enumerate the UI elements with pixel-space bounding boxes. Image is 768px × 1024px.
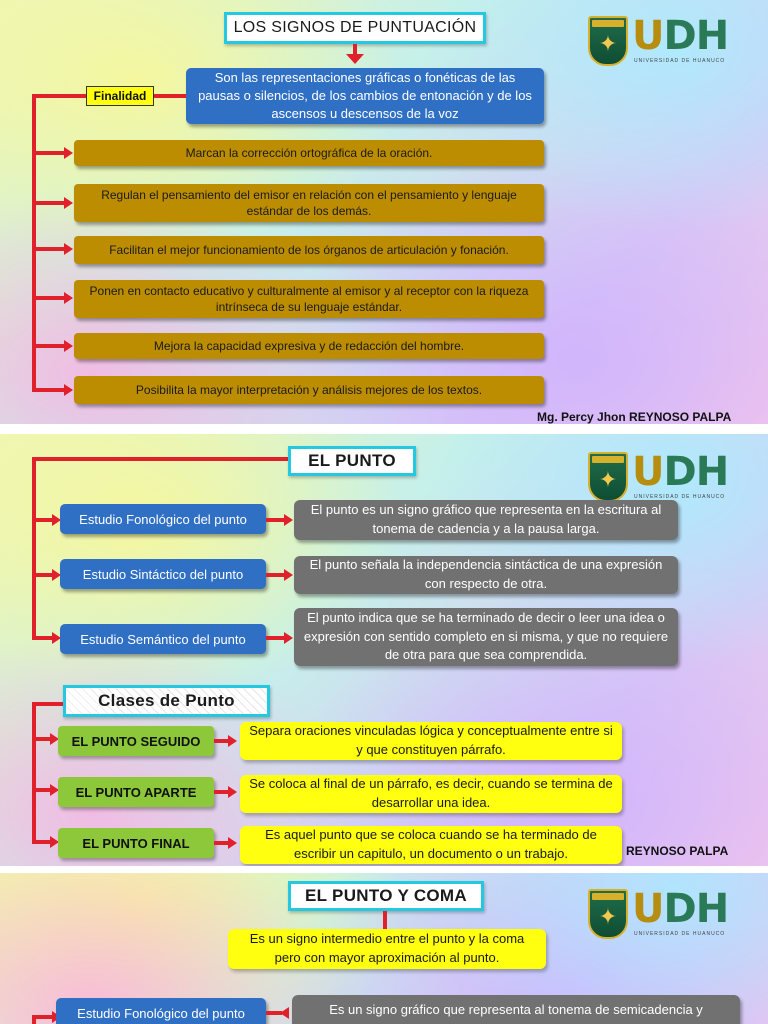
- arrow-right-icon: [50, 733, 59, 745]
- arrow-right-icon: [52, 569, 61, 581]
- logo-text: UDH: [632, 886, 729, 932]
- finalidad-connector: [32, 94, 86, 98]
- finalidad-item: Posibilita la mayor interpretación y aná…: [74, 376, 544, 404]
- logo-subtitle: UNIVERSIDAD DE HUANUCO: [634, 931, 726, 937]
- connector: [214, 739, 230, 743]
- arrow-right-icon: [64, 292, 73, 304]
- class-label: EL PUNTO FINAL: [58, 828, 214, 858]
- study-description: El punto señala la independencia sintáct…: [294, 556, 678, 594]
- connector: [266, 1011, 282, 1015]
- connector: [214, 841, 230, 845]
- title-connector: [383, 911, 387, 929]
- arrow-right-icon: [284, 514, 293, 526]
- finalidad-item: Mejora la capacidad expresiva y de redac…: [74, 333, 544, 359]
- study-description: Es un signo gráfico que representa al to…: [292, 995, 740, 1024]
- study-label: Estudio Fonológico del punto: [60, 504, 266, 534]
- shield-icon: ✦: [588, 452, 628, 502]
- connector: [32, 573, 54, 577]
- tree-spine: [32, 1015, 36, 1024]
- study-label: Estudio Sintáctico del punto: [60, 559, 266, 589]
- finalidad-label: Finalidad: [86, 86, 154, 106]
- connector: [32, 388, 66, 392]
- arrow-right-icon: [64, 384, 73, 396]
- slide3-title: EL PUNTO Y COMA: [288, 881, 484, 911]
- class-label: EL PUNTO SEGUIDO: [58, 726, 214, 756]
- connector: [32, 788, 52, 792]
- study-description: El punto es un signo gráfico que represe…: [294, 500, 678, 540]
- arrow-right-icon: [64, 243, 73, 255]
- arrow-right-icon: [50, 836, 59, 848]
- arrow-right-icon: [52, 632, 61, 644]
- punto-y-coma-definition: Es un signo intermedio entre el punto y …: [228, 929, 546, 969]
- slide-el-punto-y-coma: EL PUNTO Y COMA ✦ UDH UNIVERSIDAD DE HUA…: [0, 873, 768, 1024]
- arrow-right-icon: [64, 147, 73, 159]
- shield-icon: ✦: [588, 16, 628, 66]
- down-arrow-icon: [346, 54, 364, 64]
- logo-text: UDH: [632, 13, 729, 59]
- connector: [266, 573, 286, 577]
- finalidad-item: Facilitan el mejor funcionamiento de los…: [74, 236, 544, 264]
- connector: [32, 737, 52, 741]
- logo-subtitle: UNIVERSIDAD DE HUANUCO: [634, 58, 726, 64]
- study-description: El punto indica que se ha terminado de d…: [294, 608, 678, 666]
- connector: [32, 151, 66, 155]
- arrow-right-icon: [228, 837, 237, 849]
- author-credit: Mg. Percy Jhon REYNOSO PALPA: [537, 410, 732, 424]
- connector: [32, 201, 66, 205]
- arrow-right-icon: [64, 197, 73, 209]
- connector: [266, 636, 286, 640]
- udh-logo: ✦ UDH UNIVERSIDAD DE HUANUCO: [588, 449, 738, 504]
- slide-el-punto: EL PUNTO ✦ UDH UNIVERSIDAD DE HUANUCO Es…: [0, 434, 768, 866]
- udh-logo: ✦ UDH UNIVERSIDAD DE HUANUCO: [588, 886, 738, 941]
- study-label: Estudio Semántico del punto: [60, 624, 266, 654]
- connector: [32, 1015, 54, 1019]
- finalidad-item: Regulan el pensamiento del emisor en rel…: [74, 184, 544, 222]
- arrow-right-icon: [284, 632, 293, 644]
- author-credit-partial: REYNOSO PALPA: [626, 844, 729, 858]
- arrow-right-icon: [50, 784, 59, 796]
- definition-box: Son las representaciones gráficas o foné…: [186, 68, 544, 124]
- arrow-right-icon: [228, 735, 237, 747]
- logo-subtitle: UNIVERSIDAD DE HUANUCO: [634, 494, 726, 500]
- title-connector: [353, 44, 357, 54]
- connector: [32, 840, 52, 844]
- arrow-right-icon: [228, 786, 237, 798]
- arrow-right-icon: [64, 340, 73, 352]
- title-connector: [32, 457, 288, 461]
- class-label: EL PUNTO APARTE: [58, 777, 214, 807]
- connector: [32, 518, 54, 522]
- finalidad-item: Marcan la corrección ortográfica de la o…: [74, 140, 544, 166]
- slide1-title: LOS SIGNOS DE PUNTUACIÓN: [224, 12, 486, 44]
- connector: [214, 790, 230, 794]
- class-description: Separa oraciones vinculadas lógica y con…: [240, 722, 622, 760]
- classes-title: Clases de Punto: [63, 685, 270, 717]
- logo-text: UDH: [632, 449, 729, 495]
- definition-connector: [154, 94, 186, 98]
- class-description: Es aquel punto que se coloca cuando se h…: [240, 826, 622, 864]
- connector: [266, 518, 286, 522]
- connector: [32, 296, 66, 300]
- udh-logo: ✦ UDH UNIVERSIDAD DE HUANUCO: [588, 13, 738, 68]
- connector: [32, 344, 66, 348]
- slide-signos-de-puntuacion: LOS SIGNOS DE PUNTUACIÓN ✦ UDH UNIVERSID…: [0, 0, 768, 424]
- arrow-right-icon: [52, 514, 61, 526]
- arrow-left-icon: [280, 1007, 289, 1019]
- tree-spine: [32, 702, 36, 844]
- connector: [32, 247, 66, 251]
- tree-spine: [32, 94, 36, 392]
- slide2-title: EL PUNTO: [288, 446, 416, 476]
- class-description: Se coloca al final de un párrafo, es dec…: [240, 775, 622, 813]
- connector: [32, 636, 54, 640]
- connector: [32, 702, 63, 706]
- arrow-right-icon: [284, 569, 293, 581]
- finalidad-item: Ponen en contacto educativo y culturalme…: [74, 280, 544, 318]
- shield-icon: ✦: [588, 889, 628, 939]
- study-label: Estudio Fonológico del punto: [56, 998, 266, 1024]
- tree-spine: [32, 457, 36, 640]
